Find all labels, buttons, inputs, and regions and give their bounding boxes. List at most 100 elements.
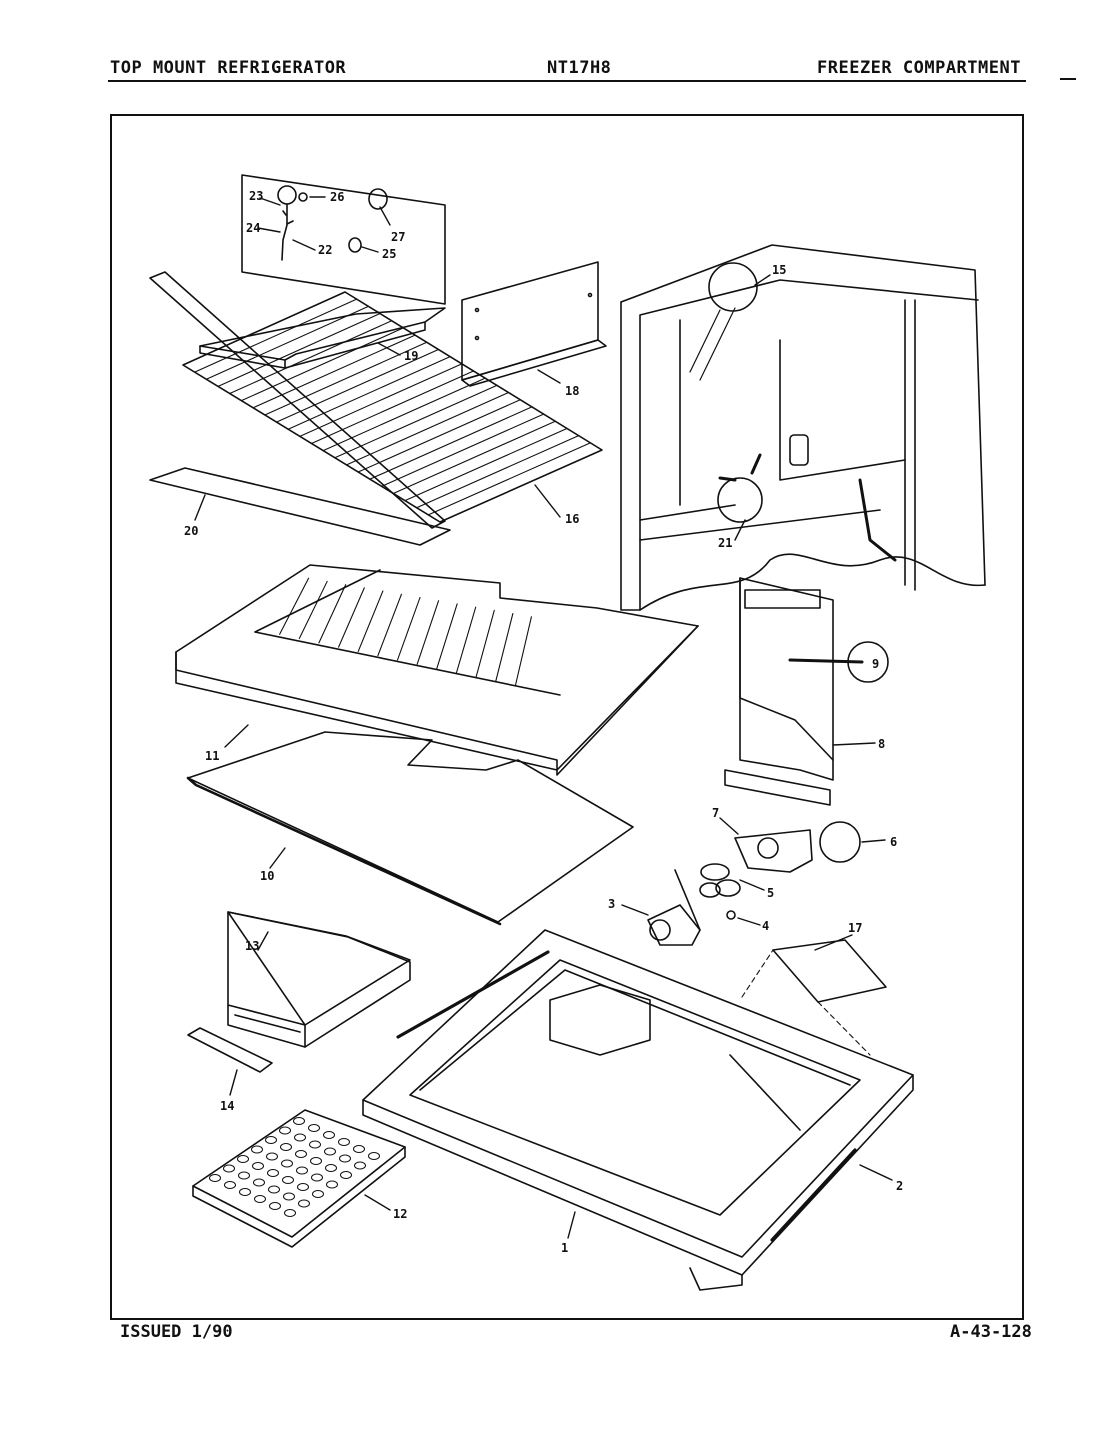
label-4: 4 <box>762 919 769 933</box>
ice-cube-cell <box>311 1173 323 1182</box>
drawing-stroke <box>205 305 369 380</box>
header-rule <box>108 80 1026 82</box>
drawing-stroke <box>416 435 580 509</box>
drawing-stroke <box>427 442 591 516</box>
label-3: 3 <box>608 897 615 911</box>
small-parts-inset <box>241 174 446 305</box>
header-section: FREEZER COMPARTMENT <box>817 58 1021 78</box>
drawing-stroke <box>495 613 514 682</box>
drawing-stroke <box>345 391 510 466</box>
ice-cube-cell <box>267 1169 279 1177</box>
label-18: 18 <box>565 384 579 398</box>
footer-drawing-code: A-43-128 <box>950 1322 1032 1342</box>
part-3-fan-motor <box>647 869 701 946</box>
label-5: 5 <box>767 886 774 900</box>
ice-cube-cell <box>339 1154 351 1163</box>
leader-lines <box>194 196 893 1239</box>
ice-cube-cell <box>238 1171 250 1180</box>
ice-cube-cell <box>354 1161 366 1170</box>
drawing-stroke <box>436 603 458 670</box>
ice-cube-cell <box>251 1145 263 1154</box>
ice-cube-cell <box>282 1176 294 1184</box>
part-13-drawer <box>227 911 411 1048</box>
drawing-stroke <box>416 600 440 665</box>
drawing-stroke <box>514 616 532 687</box>
drawing-stroke <box>275 348 440 423</box>
drawing-stroke <box>404 427 568 502</box>
ice-cube-cell <box>368 1152 380 1160</box>
drawing-stroke <box>381 413 545 487</box>
part-4-screw <box>726 910 736 920</box>
part-10-sheet <box>186 731 634 926</box>
drawing-stroke <box>240 327 404 402</box>
cabinet-freezer-section <box>620 244 986 611</box>
ice-cube-cell <box>309 1140 321 1149</box>
drawing-stroke <box>299 363 463 437</box>
part-6-grommet <box>819 821 861 863</box>
header-model-type: TOP MOUNT REFRIGERATOR <box>110 58 347 78</box>
ice-cube-cell <box>308 1124 320 1132</box>
label-27: 27 <box>391 230 405 244</box>
drawing-stroke <box>357 590 384 652</box>
label-23: 23 <box>249 189 263 203</box>
ice-cube-cell <box>237 1155 249 1163</box>
diagram-frame <box>110 114 1024 1320</box>
drawing-stroke <box>217 312 381 387</box>
drawing-stroke <box>229 320 393 395</box>
label-21: 21 <box>718 536 732 550</box>
ice-cube-cell <box>312 1190 324 1198</box>
drawing-stroke <box>279 577 310 635</box>
ice-cube-cell <box>266 1152 278 1161</box>
drawing-stroke <box>318 584 347 644</box>
label-6: 6 <box>890 835 897 849</box>
label-9: 9 <box>872 657 879 671</box>
label-26: 26 <box>330 190 344 204</box>
ice-cube-cell <box>353 1145 365 1153</box>
part-5-fan-blade <box>699 863 741 898</box>
drawing-stroke <box>334 384 498 459</box>
ice-cube-cell <box>239 1188 251 1196</box>
ice-cube-cell <box>209 1174 221 1182</box>
part-17-cover <box>741 939 887 1056</box>
ice-cube-cell <box>283 1192 295 1201</box>
label-12: 12 <box>393 1207 407 1221</box>
part-2-trim <box>396 950 857 1242</box>
ice-cube-cell <box>338 1138 350 1146</box>
drawing-stroke <box>475 609 495 678</box>
label-22: 22 <box>318 243 332 257</box>
part-labels: 1 2 3 4 5 6 7 8 9 10 11 12 13 14 15 16 1… <box>184 189 903 1255</box>
ice-cube-cell <box>340 1171 352 1179</box>
ice-cube-cell <box>295 1150 307 1158</box>
ice-cube-cell <box>293 1117 305 1125</box>
ice-cube-cell <box>269 1202 281 1210</box>
label-25: 25 <box>382 247 396 261</box>
footer-issued: ISSUED 1/90 <box>120 1322 233 1342</box>
drawing-stroke <box>264 341 428 416</box>
label-1: 1 <box>561 1241 568 1255</box>
ice-cube-cell <box>265 1136 277 1144</box>
ice-cube-cell <box>254 1195 266 1203</box>
drawing-stroke <box>322 377 486 452</box>
label-17: 17 <box>848 921 862 935</box>
label-15: 15 <box>772 263 786 277</box>
ice-cube-cell <box>324 1147 336 1156</box>
label-16: 16 <box>565 512 579 526</box>
drawing-stroke <box>298 580 328 640</box>
drawing-stroke <box>396 596 421 661</box>
drawing-stroke <box>310 370 475 445</box>
part-16-wire-shelf <box>182 291 603 523</box>
label-8: 8 <box>878 737 885 751</box>
drawing-stroke <box>377 593 402 657</box>
label-7: 7 <box>712 806 719 820</box>
part-7-bracket <box>734 829 813 873</box>
part-12-ice-tray <box>192 1109 406 1248</box>
part-1-freezer-floor <box>362 929 914 1291</box>
ice-cube-cell <box>310 1157 322 1165</box>
drawing-stroke <box>455 606 477 674</box>
drawing-stroke <box>369 406 533 480</box>
part-14-trim <box>187 1027 273 1073</box>
label-10: 10 <box>260 869 274 883</box>
drawing-stroke <box>357 399 521 473</box>
label-20: 20 <box>184 524 198 538</box>
